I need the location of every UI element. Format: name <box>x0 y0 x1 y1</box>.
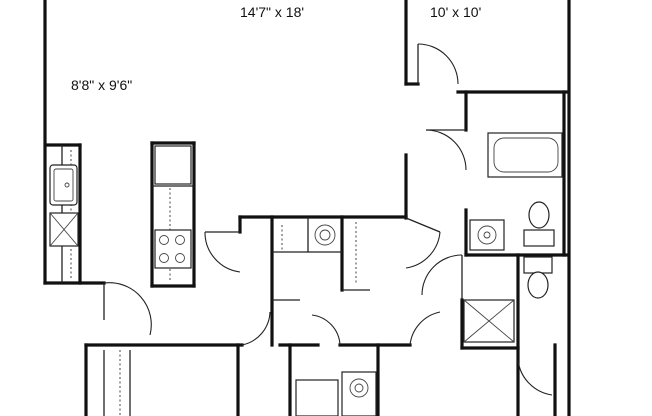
toilet-lower <box>523 256 553 299</box>
bath-sink <box>469 219 505 251</box>
closet-shelf <box>103 350 131 416</box>
toilet-upper <box>523 201 555 247</box>
bedroom-dimensions: 10' x 10' <box>430 4 481 20</box>
shower-stall <box>463 299 515 343</box>
dining-room-dimensions: 8'8" x 9'6" <box>71 77 132 93</box>
door-swings <box>103 43 553 396</box>
utility-block <box>238 215 408 347</box>
washer-dryer <box>295 371 377 416</box>
refrigerator <box>154 145 192 185</box>
bathtub <box>487 132 563 178</box>
living-room-dimensions: 14'7" x 18' <box>240 4 304 20</box>
range-stove <box>154 229 192 269</box>
walls <box>43 0 571 416</box>
dishwasher <box>49 212 79 247</box>
kitchen-sink <box>49 164 78 206</box>
